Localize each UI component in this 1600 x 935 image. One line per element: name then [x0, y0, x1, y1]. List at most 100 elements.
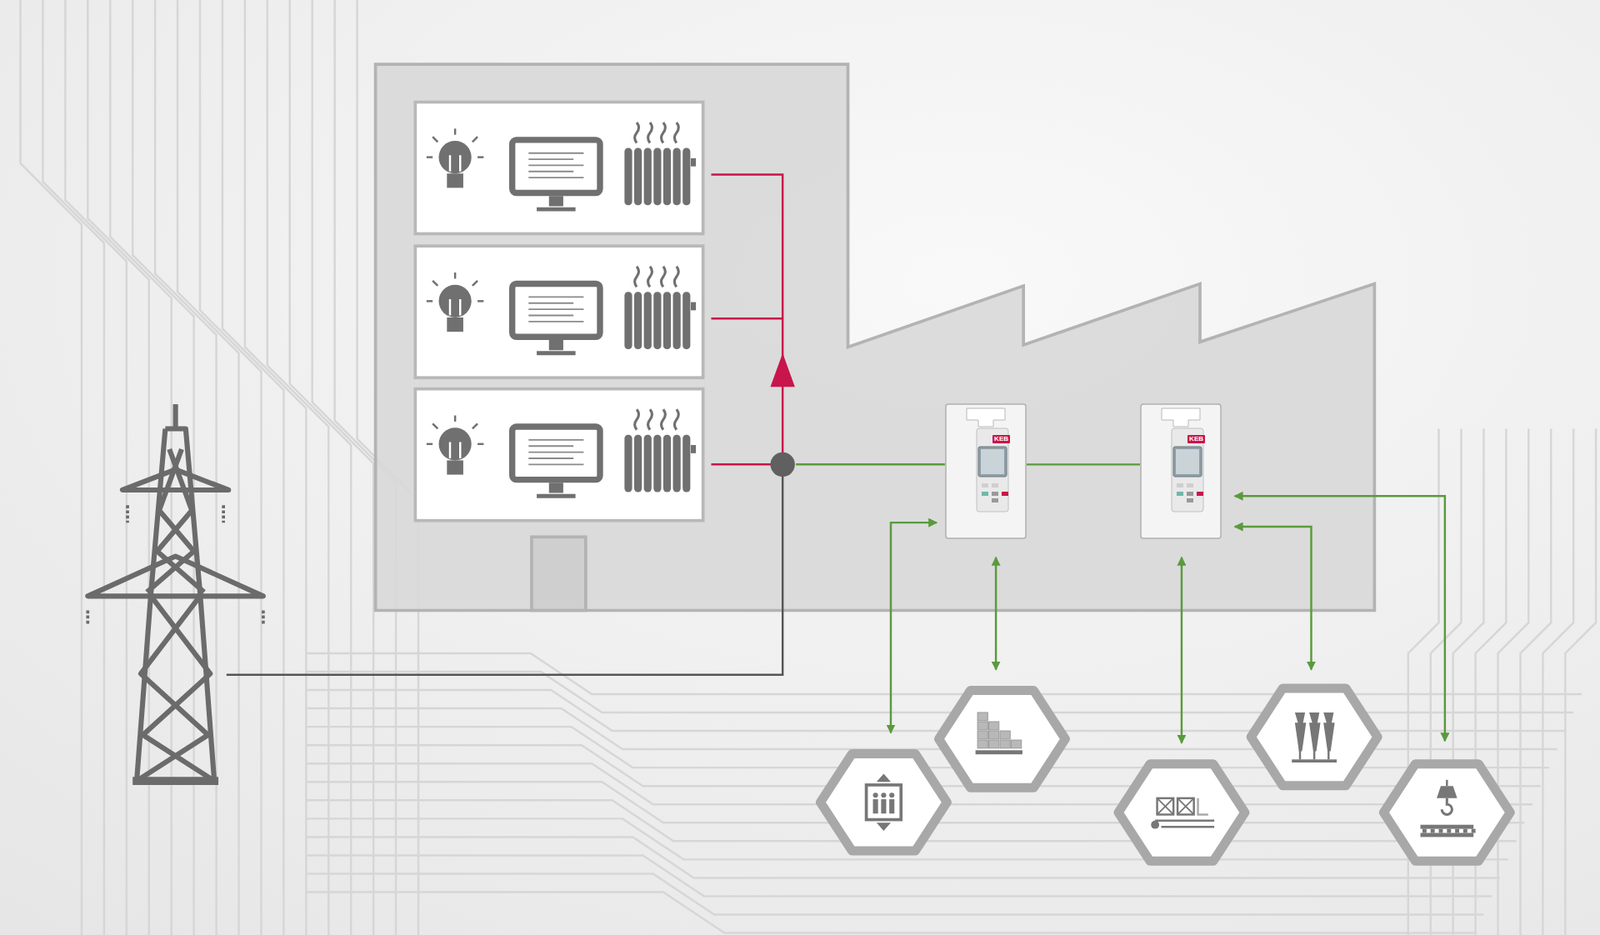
circuit-trace [42, 0, 104, 935]
inverter-part [1176, 491, 1184, 496]
light-bulb-icon [477, 300, 484, 302]
monitor-icon [528, 176, 584, 179]
radiator-icon [624, 435, 632, 493]
radiator-icon [660, 122, 665, 143]
circuit-trace [305, 874, 1484, 915]
light-bulb-icon [432, 280, 438, 286]
monitor-icon [528, 451, 584, 454]
machine-hexagon [820, 753, 947, 851]
power-pylon [146, 449, 205, 592]
circuit-trace [20, 0, 81, 935]
light-bulb-icon [439, 285, 472, 318]
radiator-icon [653, 435, 661, 493]
crane-conveyor-icon [1446, 829, 1451, 834]
light-bulb-icon [472, 423, 478, 429]
office-floor [415, 389, 703, 521]
radiator-icon [660, 266, 665, 287]
circuit-trace [1520, 428, 1551, 935]
monitor-icon [512, 426, 600, 499]
radiator-icon [673, 148, 681, 206]
circuit-trace [267, 0, 329, 935]
monitor-icon [512, 426, 600, 480]
radiator-icon [690, 158, 696, 167]
door [531, 536, 586, 610]
inverter-part [1161, 408, 1200, 427]
crane-conveyor-icon [1455, 829, 1460, 834]
machine-hexagon [1118, 764, 1245, 862]
elevator-icon [866, 785, 902, 820]
grid-line [795, 463, 945, 465]
conveyor-icon [1155, 820, 1215, 822]
inverter-part [1186, 491, 1194, 496]
circuit-trace [1498, 428, 1530, 935]
circuit-trace [305, 671, 1574, 713]
machine-links [1235, 526, 1312, 670]
monitor-icon [528, 302, 574, 305]
light-bulb-icon [426, 415, 485, 475]
circuit-trace [290, 0, 351, 935]
light-bulb-icon [426, 155, 433, 158]
inverter-part [980, 449, 1005, 475]
crane-conveyor-icon [1463, 829, 1468, 834]
radiator-icon [653, 291, 661, 350]
monitor-icon [536, 340, 576, 355]
inverter-part [991, 498, 999, 503]
spinning-bobbins-icon [1291, 712, 1337, 763]
light-bulb-icon [450, 441, 460, 459]
office-floor [415, 245, 703, 378]
monitor-icon [528, 320, 584, 323]
circuit-traces [20, 0, 1596, 935]
machines [820, 688, 1510, 861]
monitor-icon [528, 457, 574, 460]
radiator-icon [660, 409, 665, 430]
inverter-part [966, 408, 1005, 427]
office-floor [415, 245, 703, 378]
fieldbus-link [1026, 463, 1140, 465]
monitor-icon [528, 152, 584, 155]
office-floor [415, 101, 703, 234]
radiator-icon [682, 291, 690, 350]
machine-hexagon [1383, 764, 1510, 862]
circuit-trace [65, 0, 126, 935]
inverter-part [1176, 483, 1184, 488]
machine-hexagon [1383, 764, 1510, 862]
machine-hexagon [1118, 764, 1245, 862]
crane-conveyor-icon [1436, 785, 1457, 799]
crane-conveyor-icon [1471, 829, 1476, 834]
circuit-trace [305, 690, 1565, 731]
radiator-icon [634, 291, 642, 350]
radiator-icon [644, 291, 652, 350]
radiator-icon [663, 435, 671, 493]
light-bulb-icon [439, 140, 472, 174]
circuit-trace [200, 0, 261, 935]
radiator-icon [624, 409, 696, 492]
inverter-part [1140, 404, 1221, 539]
light-bulb-icon [450, 299, 460, 316]
crane-conveyor-icon [1445, 780, 1448, 786]
circuit-trace [87, 0, 149, 935]
factory-building [375, 64, 1375, 610]
radiator-icon [648, 409, 653, 430]
radiator-icon [690, 302, 696, 311]
spinning-bobbins-icon [1295, 712, 1306, 752]
radiator-icon [682, 148, 690, 206]
pallet-stack-icon [975, 712, 1023, 755]
radiator-icon [644, 435, 652, 493]
light-bulb-icon [432, 423, 438, 429]
light-bulb-icon [446, 460, 464, 475]
monitor-icon [528, 170, 574, 173]
conveyor-icon [1160, 825, 1215, 828]
office-floor [415, 101, 703, 234]
inverter-housing [1140, 403, 1222, 540]
light-bulb-icon [472, 280, 478, 286]
monitor-icon [512, 140, 600, 212]
radiator-icon [673, 435, 681, 493]
monitor-icon [528, 308, 584, 310]
radiator-icon [674, 409, 679, 430]
spinning-bobbins-icon [1299, 747, 1301, 760]
brand-logo: KEB [992, 435, 1010, 444]
frequency-inverter: KEB [1140, 403, 1222, 540]
light-bulb-icon [477, 155, 484, 158]
circuit-trace [245, 0, 306, 935]
building-supply-lines [770, 353, 795, 387]
